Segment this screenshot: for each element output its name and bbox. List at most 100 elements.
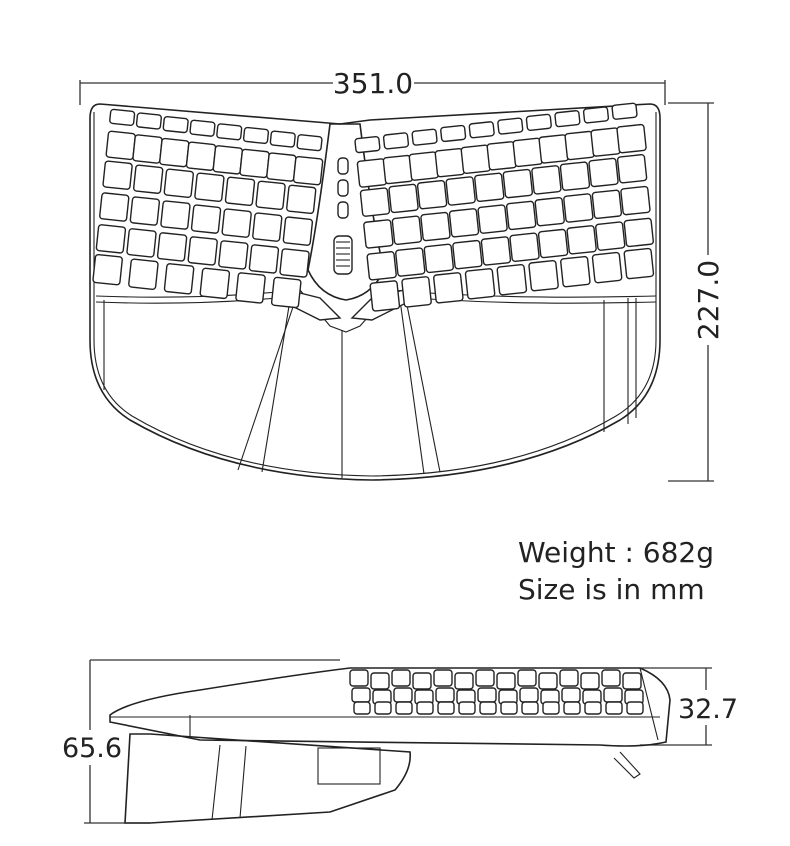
key-cap bbox=[505, 200, 537, 231]
tilt-height-label: 65.6 bbox=[62, 733, 122, 764]
key-cap bbox=[266, 152, 297, 182]
key-cap bbox=[517, 669, 537, 687]
key-cap bbox=[423, 243, 454, 274]
key-cap bbox=[356, 158, 388, 188]
key-cap bbox=[349, 669, 369, 687]
key-cap bbox=[128, 258, 159, 290]
key-cap bbox=[420, 211, 451, 242]
key-cap bbox=[401, 276, 432, 308]
key-cap bbox=[92, 253, 123, 286]
key-cap bbox=[538, 672, 558, 690]
key-cap bbox=[611, 102, 638, 120]
side-key-row bbox=[349, 669, 644, 715]
key-cap bbox=[412, 672, 432, 690]
key-cap bbox=[129, 196, 161, 226]
weight-text: Weight : 682g bbox=[518, 536, 714, 569]
key-cap bbox=[135, 112, 162, 130]
key-cap bbox=[359, 187, 391, 217]
key-cap bbox=[560, 255, 591, 288]
left-key-cluster bbox=[92, 108, 324, 309]
key-cap bbox=[496, 264, 528, 296]
key-cap bbox=[448, 208, 480, 238]
key-cap bbox=[566, 225, 597, 255]
key-cap bbox=[460, 144, 491, 174]
key-cap bbox=[296, 134, 323, 152]
key-cap bbox=[159, 137, 190, 168]
key-cap bbox=[221, 208, 252, 238]
key-cap bbox=[279, 248, 310, 278]
key-cap bbox=[537, 228, 569, 259]
key-cap bbox=[163, 263, 195, 295]
key-cap bbox=[189, 119, 216, 137]
key-cap bbox=[445, 176, 476, 206]
key-cap bbox=[554, 110, 581, 128]
key-cap bbox=[561, 687, 581, 703]
key-cap bbox=[534, 196, 565, 227]
key-cap bbox=[190, 204, 222, 234]
key-cap bbox=[605, 701, 623, 715]
key-cap bbox=[132, 134, 163, 164]
key-cap bbox=[433, 669, 453, 687]
keyboard-outline bbox=[89, 103, 661, 481]
tilt-leg bbox=[124, 733, 641, 824]
key-cap bbox=[282, 216, 314, 246]
key-cap bbox=[416, 701, 434, 715]
key-cap bbox=[187, 236, 218, 266]
key-cap bbox=[216, 123, 243, 141]
key-cap bbox=[509, 232, 540, 262]
width-label: 351.0 bbox=[333, 67, 413, 100]
key-cap bbox=[623, 217, 654, 248]
key-cap bbox=[623, 247, 655, 280]
key-cap bbox=[616, 154, 648, 184]
units-text: Size is in mm bbox=[518, 573, 705, 606]
key-cap bbox=[500, 701, 518, 715]
height-label: 32.7 bbox=[678, 694, 738, 725]
key-cap bbox=[477, 204, 508, 234]
key-cap bbox=[620, 185, 651, 216]
key-cap bbox=[525, 113, 552, 131]
key-cap bbox=[458, 701, 476, 715]
key-cap bbox=[452, 239, 483, 270]
key-cap bbox=[622, 672, 642, 690]
key-cap bbox=[601, 669, 621, 687]
key-cap bbox=[475, 669, 495, 687]
key-cap bbox=[235, 272, 266, 304]
key-cap bbox=[199, 267, 231, 300]
key-cap bbox=[411, 128, 438, 146]
key-cap bbox=[185, 141, 217, 171]
key-cap bbox=[156, 232, 188, 262]
width-dimension: 351.0 bbox=[79, 67, 666, 105]
key-cap bbox=[531, 165, 562, 195]
key-cap bbox=[496, 672, 516, 690]
key-cap bbox=[542, 701, 560, 715]
key-cap bbox=[474, 172, 505, 203]
key-cap bbox=[433, 272, 464, 304]
key-cap bbox=[564, 130, 595, 161]
key-cap bbox=[242, 126, 270, 145]
key-cap bbox=[163, 168, 194, 198]
depth-label: 227.0 bbox=[692, 260, 725, 340]
key-cap bbox=[563, 701, 581, 715]
key-cap bbox=[255, 180, 286, 211]
key-cap bbox=[382, 132, 410, 150]
specs-block: Weight : 682g Size is in mm bbox=[518, 534, 714, 608]
key-cap bbox=[133, 164, 164, 194]
key-cap bbox=[393, 687, 413, 703]
key-cap bbox=[486, 141, 517, 171]
key-cap bbox=[354, 135, 381, 154]
key-cap bbox=[270, 276, 302, 309]
key-cap bbox=[126, 228, 157, 258]
key-cap bbox=[95, 224, 127, 254]
key-cap bbox=[382, 154, 414, 185]
key-cap bbox=[224, 176, 256, 207]
key-cap bbox=[435, 687, 455, 703]
key-cap bbox=[353, 701, 371, 715]
key-cap bbox=[440, 124, 467, 143]
key-cap bbox=[521, 701, 539, 715]
key-cap bbox=[366, 251, 397, 281]
key-cap bbox=[248, 244, 280, 274]
key-cap bbox=[160, 200, 191, 230]
key-cap bbox=[584, 701, 602, 715]
key-cap bbox=[595, 221, 626, 251]
key-cap bbox=[563, 193, 594, 223]
